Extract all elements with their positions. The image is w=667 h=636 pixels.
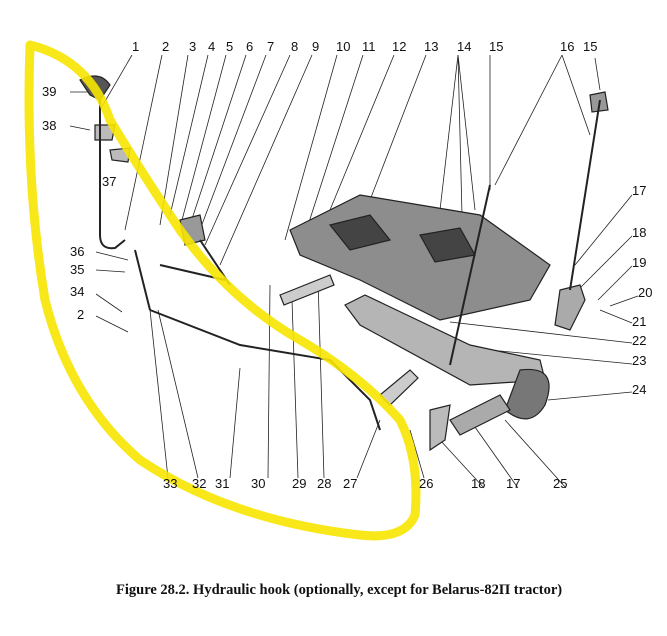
callout-label: 27	[343, 476, 358, 491]
bracket	[429, 404, 451, 452]
leader-line	[69, 125, 91, 131]
leader-line	[439, 439, 485, 489]
leader-line	[95, 251, 129, 261]
callout-label: 35	[70, 262, 85, 277]
callout-label: 39	[42, 84, 57, 99]
callout-label: 6	[246, 39, 254, 54]
callout-label: 30	[251, 476, 266, 491]
callout-label: 5	[226, 39, 234, 54]
leader-line	[267, 284, 271, 479]
leader-line	[291, 299, 299, 479]
leader-line	[504, 419, 567, 489]
leader-line	[299, 54, 364, 251]
callout-label: 31	[215, 476, 230, 491]
housing	[289, 194, 551, 321]
callout-label: 3	[189, 39, 197, 54]
leader-line	[547, 391, 633, 401]
hook-pin	[449, 394, 511, 436]
leader-line	[449, 321, 633, 344]
callout-label: 28	[317, 476, 332, 491]
callout-label: 1	[132, 39, 140, 54]
callout-label: 20	[638, 285, 653, 300]
leader-line	[409, 429, 425, 479]
leader-line	[197, 54, 267, 236]
leader-line	[457, 54, 476, 211]
callout-label: 9	[312, 39, 320, 54]
callout-label: 18	[632, 225, 647, 240]
leader-line	[597, 265, 633, 301]
lower-arm	[344, 294, 546, 386]
leader-line	[95, 315, 129, 333]
callout-label: 18	[471, 476, 486, 491]
highlight-outline	[24, 40, 421, 541]
figure-caption: Figure 28.2. Hydraulic hook (optionally,…	[116, 582, 563, 598]
callout-label: 29	[292, 476, 307, 491]
leader-line	[95, 269, 126, 273]
hook	[504, 368, 550, 420]
callout-label: 10	[336, 39, 351, 54]
callout-label: 21	[632, 314, 647, 329]
callout-label: 24	[632, 382, 647, 397]
callout-label: 7	[267, 39, 275, 54]
leader-line	[95, 293, 123, 313]
leader-line	[181, 54, 227, 221]
callout-label: 12	[392, 39, 407, 54]
callout-label: 34	[70, 284, 85, 299]
callout-label: 16	[560, 39, 575, 54]
leader-line	[457, 54, 463, 216]
leader-line	[577, 235, 633, 291]
leader-line	[609, 295, 639, 307]
callout-label: 23	[632, 353, 647, 368]
callout-label: 17	[506, 476, 521, 491]
leader-line	[369, 54, 427, 201]
callout-label: 36	[70, 244, 85, 259]
callout-label: 15	[583, 39, 598, 54]
callout-label: 2	[77, 307, 85, 322]
housing-window	[328, 214, 392, 251]
leader-line	[494, 54, 563, 186]
leader-line	[329, 54, 395, 211]
leader-line	[157, 309, 199, 479]
callout-label: 32	[192, 476, 207, 491]
callout-label: 11	[362, 39, 376, 54]
bolt	[279, 274, 335, 306]
leader-line	[599, 309, 633, 324]
callout-label: 22	[632, 333, 647, 348]
leader-line	[229, 367, 241, 479]
leader-line	[189, 54, 247, 226]
leader-line	[317, 279, 325, 479]
callout-label: 8	[291, 39, 299, 54]
callout-label: 38	[42, 118, 57, 133]
callout-label: 26	[419, 476, 434, 491]
leader-line	[284, 54, 338, 241]
leader-line	[219, 54, 313, 266]
callout-label: 15	[489, 39, 504, 54]
leader-line	[356, 419, 381, 479]
callout-label: 25	[553, 476, 568, 491]
leader-line	[439, 54, 459, 211]
callout-label: 37	[102, 174, 117, 189]
parts	[79, 75, 609, 452]
callout-label: 2	[162, 39, 170, 54]
leader-line	[561, 54, 591, 136]
callout-label: 4	[208, 39, 216, 54]
leader-line	[469, 419, 519, 489]
callout-label: 14	[457, 39, 472, 54]
leader-line	[149, 309, 169, 479]
leader-line	[574, 194, 633, 266]
leader-line	[594, 57, 601, 91]
callout-label: 17	[632, 183, 647, 198]
link-end	[554, 284, 586, 331]
callout-label: 19	[632, 255, 647, 270]
leader-line	[124, 54, 163, 231]
leader-line	[204, 54, 291, 246]
callout-label: 33	[163, 476, 178, 491]
leader-line	[159, 54, 189, 226]
callout-label: 13	[424, 39, 439, 54]
leader-line	[169, 54, 209, 216]
